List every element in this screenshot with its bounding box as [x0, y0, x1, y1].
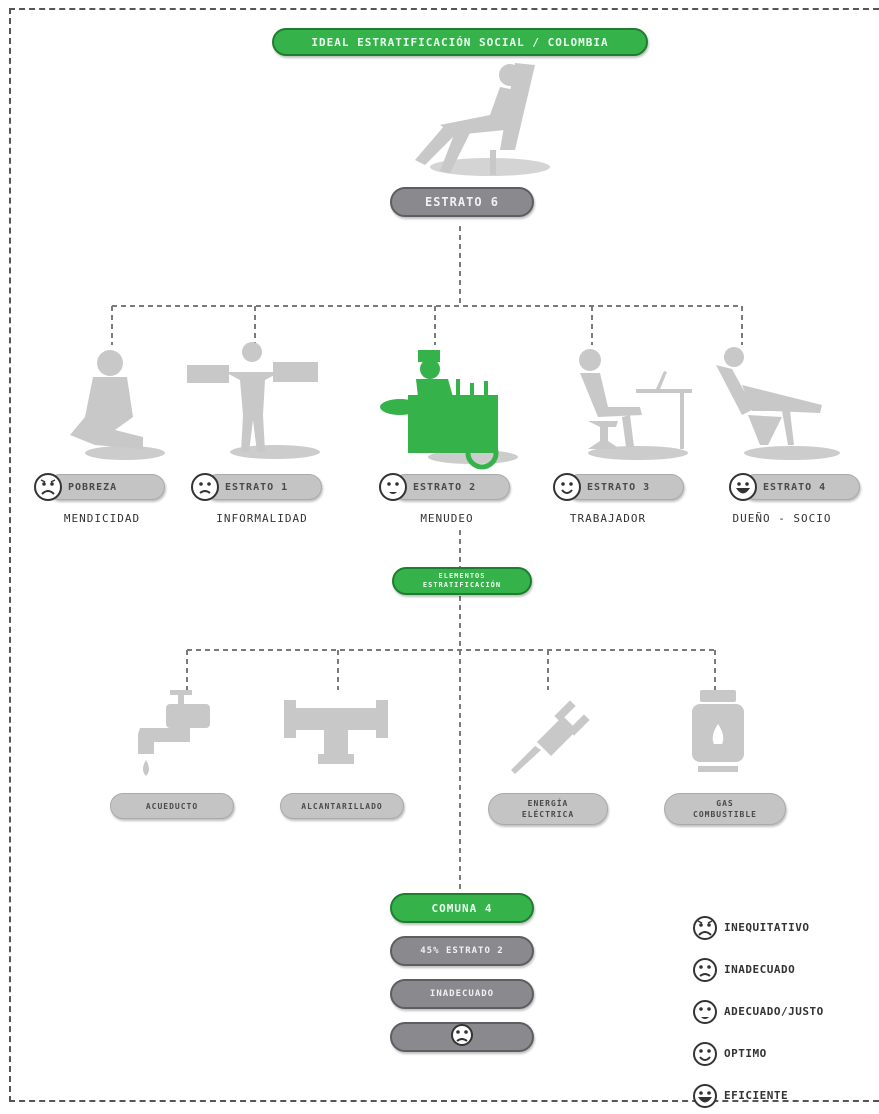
- strata-caption: INFORMALIDAD: [216, 512, 308, 525]
- reclining-person-figure: [415, 63, 550, 176]
- adecuado-face-icon: [378, 472, 408, 507]
- strata-caption: MENUDEO: [420, 512, 474, 525]
- percent-label: 45% ESTRATO 2: [390, 936, 534, 966]
- inequitativo-face-icon: [692, 915, 718, 946]
- gas-cylinder-icon: [692, 690, 744, 772]
- owner-reclining-figure: [716, 347, 840, 460]
- inadecuado-face-icon: [190, 472, 220, 507]
- strata-caption: MENDICIDAD: [63, 512, 141, 525]
- eficiente-face-icon: [728, 472, 758, 507]
- inequitativo-face-icon: [33, 472, 63, 507]
- strata-caption: TRABAJADOR: [569, 512, 647, 525]
- strata-label: ESTRATO 3: [587, 481, 651, 493]
- elements-title: ELEMENTOS ESTRATIFICACIÓN: [392, 567, 532, 595]
- sitting-beggar-figure: [70, 350, 165, 460]
- strata-pill-3: ESTRATO 2: [392, 474, 510, 500]
- legend-label: INADECUADO: [724, 963, 796, 976]
- strata-pill-1: POBREZA: [47, 474, 165, 500]
- service-label-acueducto: ACUEDUCTO: [110, 793, 234, 819]
- street-vendor-figure: [187, 342, 320, 459]
- faucet-icon: [138, 690, 210, 776]
- adecuado-face-icon: [692, 999, 718, 1030]
- strata-label: ESTRATO 2: [413, 481, 477, 493]
- strata-label: ESTRATO 1: [225, 481, 289, 493]
- assessment-face-pill: [390, 1022, 534, 1052]
- inadecuado-face-icon: [450, 1023, 474, 1051]
- diagram-title: IDEAL ESTRATIFICACIÓN SOCIAL / COLOMBIA: [272, 28, 648, 56]
- assessment-label: INADECUADO: [390, 979, 534, 1009]
- desk-worker-figure: [579, 349, 692, 460]
- strata-label: POBREZA: [68, 481, 118, 493]
- legend-label: INEQUITATIVO: [724, 921, 810, 934]
- inadecuado-face-icon: [692, 957, 718, 988]
- food-cart-vendor-figure: [380, 350, 518, 470]
- comuna-label: COMUNA 4: [390, 893, 534, 923]
- strata-label: ESTRATO 4: [763, 481, 827, 493]
- service-label-gas: GAS COMBUSTIBLE: [664, 793, 786, 825]
- estrato-6-label: ESTRATO 6: [390, 187, 534, 217]
- legend-label: ADECUADO/JUSTO: [724, 1005, 824, 1018]
- service-label-energia: ENERGÍA ELÉCTRICA: [488, 793, 608, 825]
- strata-pill-4: ESTRATO 3: [566, 474, 684, 500]
- plug-icon: [511, 700, 590, 774]
- service-label-alcantarillado: ALCANTARILLADO: [280, 793, 404, 819]
- legend-label: OPTIMO: [724, 1047, 767, 1060]
- eficiente-face-icon: [692, 1083, 718, 1114]
- optimo-face-icon: [552, 472, 582, 507]
- diagram-frame: [9, 8, 879, 1102]
- legend-label: EFICIENTE: [724, 1089, 789, 1102]
- strata-pill-5: ESTRATO 4: [742, 474, 860, 500]
- strata-pill-2: ESTRATO 1: [204, 474, 322, 500]
- optimo-face-icon: [692, 1041, 718, 1072]
- pipe-icon: [284, 700, 388, 764]
- strata-caption: DUEÑO - SOCIO: [732, 512, 832, 525]
